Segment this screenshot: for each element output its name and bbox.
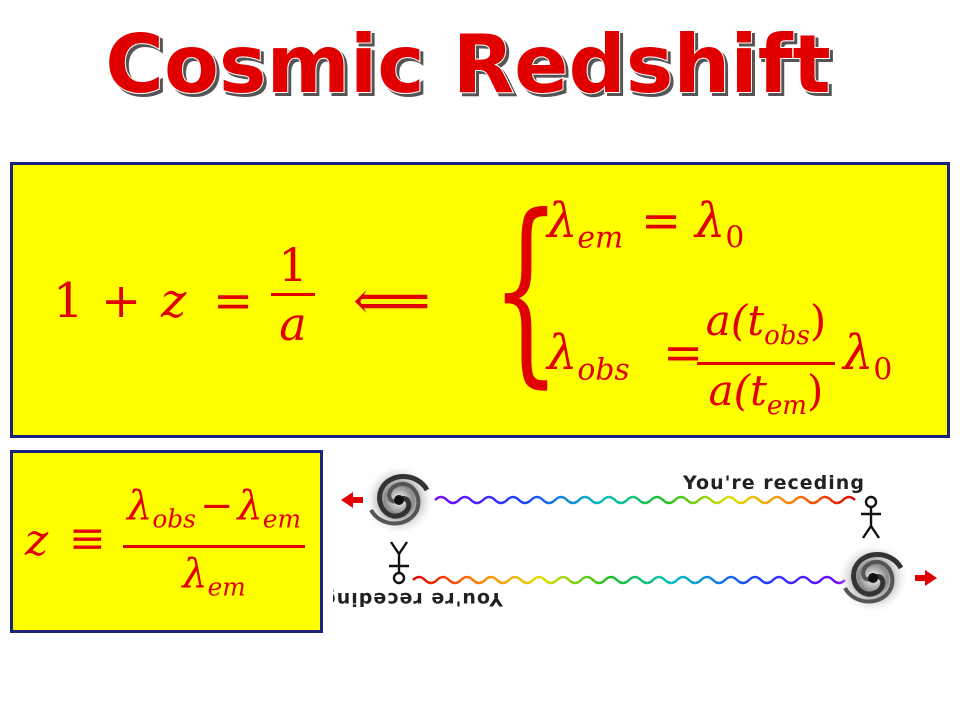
line1-lambda: λem <box>547 193 624 256</box>
stick-figure-icon <box>389 541 409 585</box>
lhs-plus: + <box>101 273 142 329</box>
fraction-bar <box>271 293 315 296</box>
lhs-one: 1 <box>53 273 84 329</box>
line1-equals: = <box>641 193 682 249</box>
line2-lambda: λobs <box>547 325 630 388</box>
main-equation-panel: 1 + z = 1 a ⟸ { λem = λ0 λobs = a(tobs) … <box>10 162 950 438</box>
spiral-galaxy-icon <box>363 464 435 536</box>
line2-equals: = <box>663 325 704 381</box>
one-over-a-fraction: 1 a <box>271 237 315 352</box>
definition-fraction: λobs−λem λem <box>123 481 305 613</box>
arrow-right-icon <box>915 570 937 586</box>
scale-factor-fraction: a(tobs) a(tem) <box>697 295 835 432</box>
line2-denominator: a(tem) <box>708 366 824 422</box>
lhs-equals: = <box>213 273 254 329</box>
fraction-bar <box>697 362 835 366</box>
label-youre-receding-top: You're receding <box>682 472 865 494</box>
def-z: z <box>25 515 49 566</box>
implied-by-arrow: ⟸ <box>353 269 431 332</box>
spiral-galaxy-icon <box>837 542 909 614</box>
title-text: Cosmic Redshift <box>105 18 831 110</box>
redshifted-wave-top <box>434 495 856 505</box>
def-denominator: λem <box>182 550 246 602</box>
def-numerator: λobs−λem <box>127 483 301 534</box>
arrow-left-icon <box>341 492 363 508</box>
line1-rhs: λ0 <box>695 193 745 256</box>
line2-tail: λ0 <box>843 325 893 388</box>
lhs-z: z <box>161 273 187 329</box>
redshifted-wave-bottom <box>412 575 846 585</box>
frac-denominator: a <box>279 297 307 351</box>
fraction-bar <box>123 544 305 548</box>
frac-numerator: 1 <box>278 238 308 292</box>
def-equiv: ≡ <box>69 513 106 564</box>
stick-figure-icon <box>861 495 881 539</box>
label-youre-receding-bottom: You're receding <box>333 588 504 610</box>
line2-numerator: a(tobs) <box>705 296 827 352</box>
redshift-illustration: You're receding You're receding <box>333 464 937 614</box>
page-title: Cosmic Redshift <box>104 17 832 110</box>
left-brace: { <box>491 173 561 406</box>
redshift-definition-panel: z ≡ λobs−λem λem <box>10 450 323 633</box>
